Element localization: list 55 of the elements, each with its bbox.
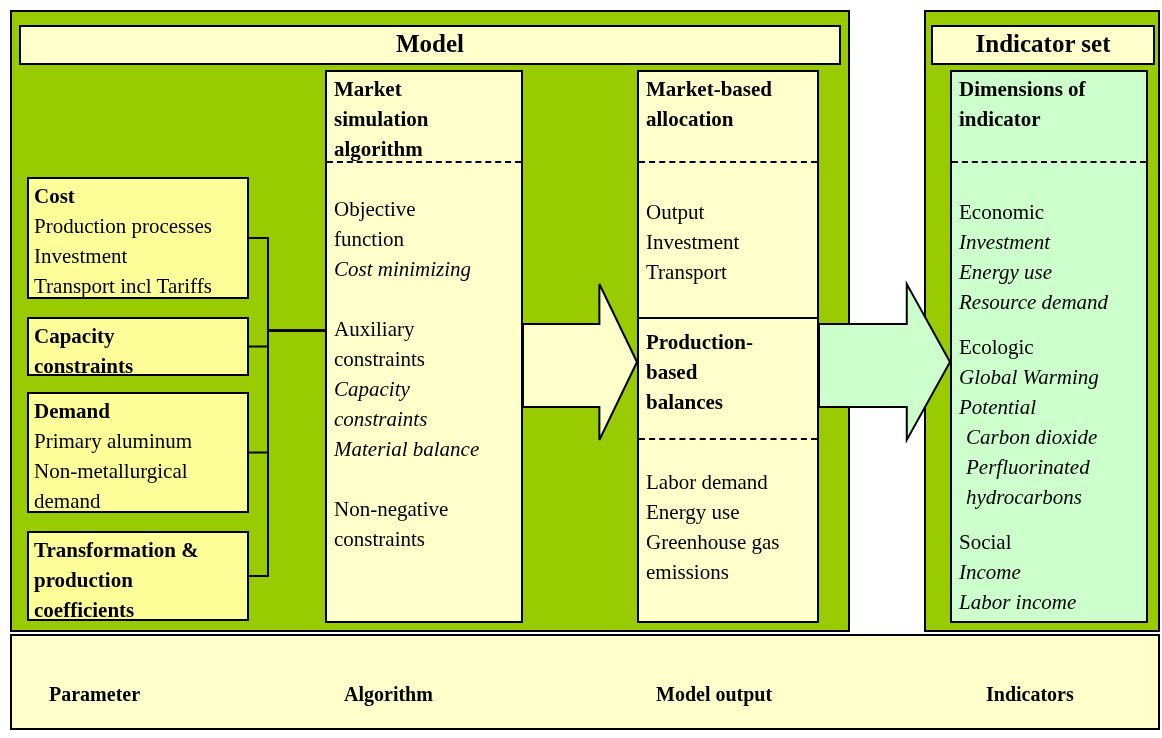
item-text: Objective function — [334, 196, 417, 253]
heading: Transformation & production coefficients — [34, 537, 200, 624]
item-text: Economic — [959, 199, 1046, 226]
panel-title: Model — [19, 25, 841, 65]
item-text: Ecologic — [959, 334, 1035, 361]
item-text: Labor income — [959, 589, 1078, 616]
item-text: Income — [959, 559, 1022, 586]
item-text: Investment — [34, 243, 129, 270]
item-text: Greenhouse gas emissions — [646, 529, 781, 586]
item-text: Global Warming Potential — [959, 364, 1100, 421]
block-arrow — [818, 280, 952, 444]
item-text: Energy use — [646, 499, 741, 526]
item-text: Material balance — [334, 436, 481, 463]
item-text: Investment — [646, 229, 741, 256]
item-text: Output — [646, 199, 706, 226]
parameter-box — [27, 177, 249, 299]
heading: Dimensions of indicator — [959, 76, 1087, 133]
indicator-box — [950, 70, 1148, 623]
output-box — [637, 70, 819, 623]
item-text: Investment — [959, 229, 1052, 256]
heading: Production-based balances — [646, 329, 754, 416]
block-arrow — [522, 283, 639, 441]
item-text: Perfluorinated hydrocarbons — [966, 454, 1091, 511]
model-panel — [10, 10, 850, 632]
column-label: Model output — [656, 682, 773, 708]
heading: Market-based allocation — [646, 76, 773, 133]
item-text: Energy use — [959, 259, 1054, 286]
item-text: Labor demand — [646, 469, 769, 496]
item-text: Social — [959, 529, 1013, 556]
item-text: Carbon dioxide — [966, 424, 1099, 451]
column-label: Algorithm — [344, 682, 433, 708]
item-text: Cost minimizing — [334, 256, 473, 283]
indicator-panel — [924, 10, 1160, 632]
item-text: Non-negative constraints — [334, 496, 450, 553]
item-text: Resource demand — [959, 289, 1110, 316]
item-text: Non-metallurgical demand — [34, 458, 189, 515]
item-text: Production processes — [34, 213, 213, 240]
item-text: Transport incl Tariffs — [34, 273, 213, 300]
parameter-box — [27, 392, 249, 513]
heading: Capacity constraints — [34, 323, 135, 380]
algorithm-box — [325, 70, 523, 623]
parameter-box — [27, 531, 249, 621]
item-text: Transport — [646, 259, 728, 286]
heading: Cost — [34, 183, 76, 210]
item-text: Capacity constraints — [334, 376, 429, 433]
item-text: Primary aluminum — [34, 428, 194, 455]
column-label: Parameter — [49, 682, 141, 707]
heading: Demand — [34, 398, 111, 425]
heading: Market simulation algorithm — [334, 76, 430, 163]
connector-line — [248, 329, 326, 577]
parameter-box — [27, 317, 249, 376]
panel-title: Indicator set — [931, 25, 1155, 65]
item-text: Auxiliary constraints — [334, 316, 426, 373]
label-band — [10, 634, 1160, 730]
column-label: Indicators — [986, 682, 1074, 707]
